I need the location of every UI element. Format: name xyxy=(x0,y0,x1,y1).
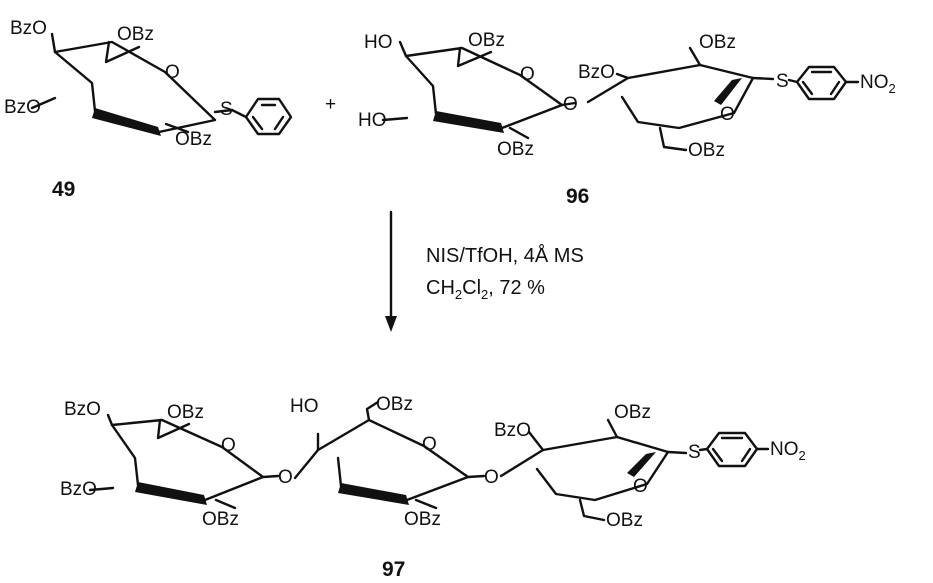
c97-bzo-4a: BzO xyxy=(64,399,101,420)
conditions-line-2: CH2Cl2, 72 % xyxy=(426,277,545,302)
c96-ring-oxygen-b: O xyxy=(720,104,735,125)
c49-bzo-4: BzO xyxy=(10,18,47,39)
c97-obz-2a: OBz xyxy=(202,509,239,530)
c96-obz-2b: OBz xyxy=(699,32,736,53)
c97-glycosidic-oxygen-1: O xyxy=(278,467,293,488)
c97-obz-2b: OBz xyxy=(404,509,441,530)
plus-sign: + xyxy=(325,94,336,115)
compound-number-97: 97 xyxy=(382,558,405,581)
c96-sulfur: S xyxy=(776,71,789,92)
reaction-arrow xyxy=(385,210,397,332)
conditions-line-1: NIS/TfOH, 4Å MS xyxy=(426,244,584,267)
c96-obz-2a: OBz xyxy=(497,139,534,160)
c97-bzo-3a: BzO xyxy=(60,479,97,500)
c97-bzo-4c: BzO xyxy=(494,420,531,441)
c96-bzo-4b: BzO xyxy=(578,62,615,83)
compound-number-49: 49 xyxy=(52,178,75,201)
compound-97: BzO OBz O BzO OBz O HO OBz O OBz O BzO O… xyxy=(60,394,806,581)
c97-ring-oxygen-a: O xyxy=(221,435,236,456)
c96-ring-oxygen-a: O xyxy=(520,64,535,85)
c97-ring-oxygen-c: O xyxy=(633,476,648,497)
c96-ho-4: HO xyxy=(364,32,393,53)
c49-sulfur: S xyxy=(220,99,233,120)
c97-sulfur: S xyxy=(688,442,701,463)
c49-ring-oxygen: O xyxy=(165,62,180,83)
c96-obz-6b: OBz xyxy=(688,140,725,161)
c96-glycosidic-oxygen: O xyxy=(563,94,578,115)
compound-number-96: 96 xyxy=(566,185,589,208)
c97-ho-4b: HO xyxy=(290,396,319,417)
c49-bzo-3: BzO xyxy=(4,97,41,118)
c97-obz-6b: OBz xyxy=(376,394,413,415)
c49-obz-2: OBz xyxy=(175,129,212,150)
c96-nitro: NO2 xyxy=(860,72,896,96)
c96-ho-3: HO xyxy=(358,110,387,131)
compound-96: HO OBz O HO OBz O BzO OBz O S OBz NO2 96 xyxy=(358,30,896,208)
c97-obz-6c: OBz xyxy=(606,510,643,531)
compound-49: BzO OBz O S BzO OBz 49 xyxy=(4,18,293,201)
c97-ring-oxygen-b: O xyxy=(422,434,437,455)
c96-obz-6a: OBz xyxy=(468,30,505,51)
c97-glycosidic-oxygen-2: O xyxy=(484,467,499,488)
c97-nitro: NO2 xyxy=(770,439,806,463)
c97-obz-2c: OBz xyxy=(614,402,651,423)
c49-obz-6: OBz xyxy=(117,24,154,45)
c97-obz-6a: OBz xyxy=(167,402,204,423)
